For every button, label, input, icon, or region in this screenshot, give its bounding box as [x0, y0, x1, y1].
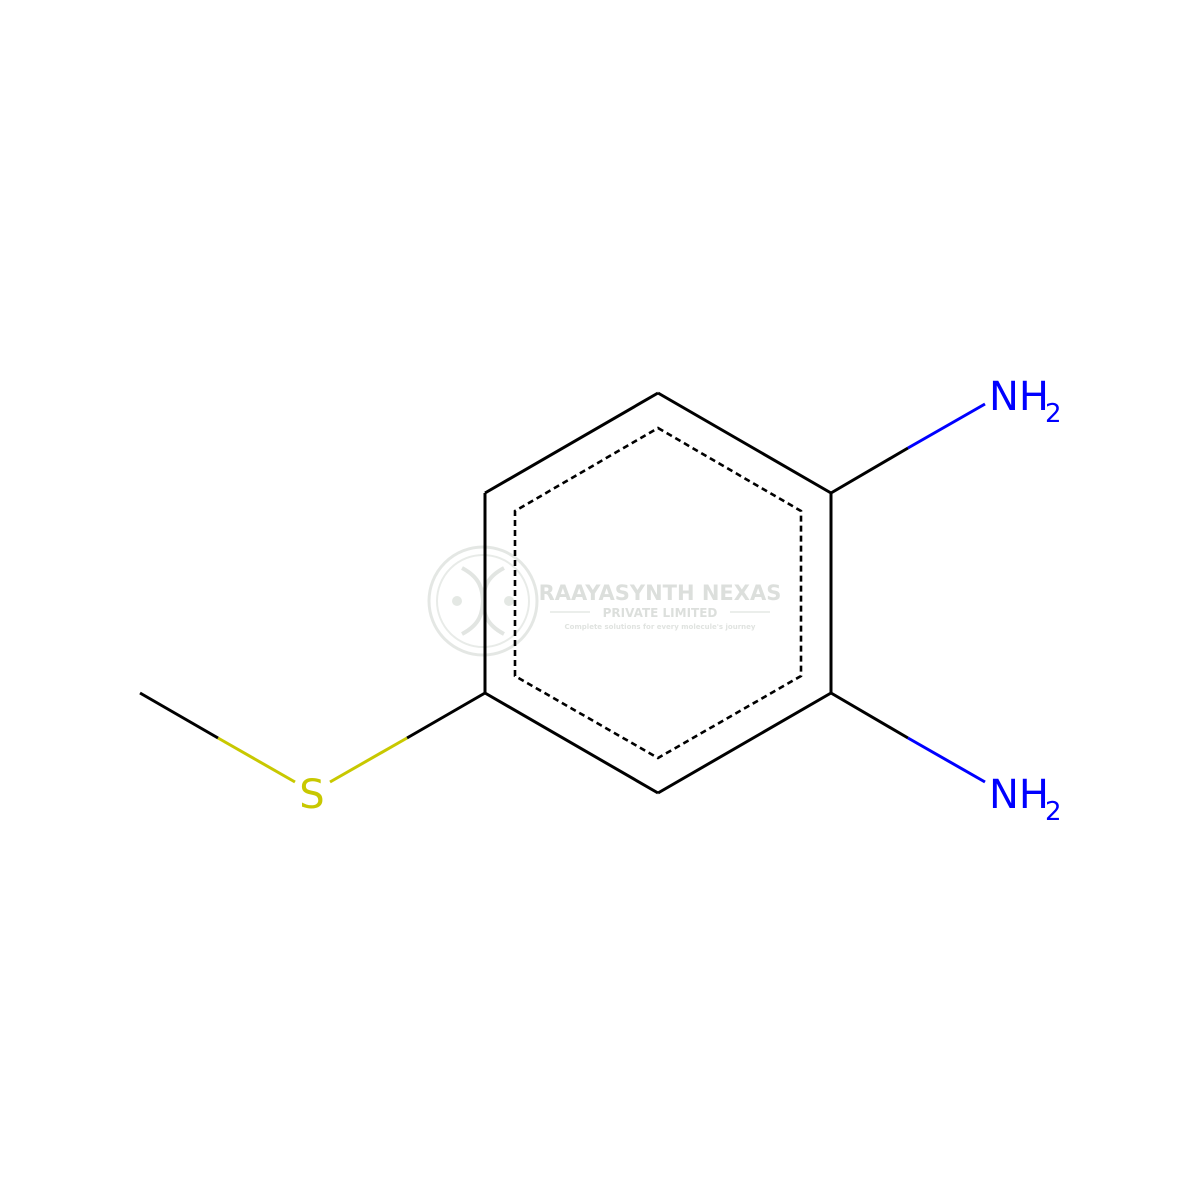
- ring-bond: [657, 391, 832, 495]
- watermark-company: RAAYASYNTH NEXAS: [539, 581, 782, 605]
- amine-bottom-bond: [830, 691, 986, 784]
- watermark-logo-icon: [427, 545, 539, 657]
- atom-label-s: S: [299, 772, 324, 818]
- ring-bond: [657, 691, 832, 795]
- sulfur-methyl-bond: [139, 691, 296, 784]
- atom-amine-top: NH 2: [989, 374, 1062, 429]
- benzene-ring: [483, 391, 833, 795]
- ring-bond: [484, 691, 659, 795]
- atom-subscript-n-bottom: 2: [1045, 797, 1062, 827]
- amine-top-bond: [830, 402, 986, 495]
- aromatic-inner-ring: [513, 426, 803, 760]
- watermark-subtitle: PRIVATE LIMITED: [603, 606, 718, 620]
- atom-amine-bottom: NH 2: [989, 772, 1062, 827]
- watermark: RAAYASYNTH NEXAS PRIVATE LIMITED Complet…: [427, 545, 782, 657]
- atom-label-n-top: NH: [989, 374, 1049, 420]
- atom-subscript-n-top: 2: [1045, 399, 1062, 429]
- atom-sulfur: S: [299, 772, 324, 818]
- ring-bond: [484, 391, 659, 495]
- ring-sulfur-bond: [329, 691, 486, 784]
- atom-label-n-bottom: NH: [989, 772, 1049, 818]
- watermark-tagline: Complete solutions for every molecule's …: [565, 623, 756, 631]
